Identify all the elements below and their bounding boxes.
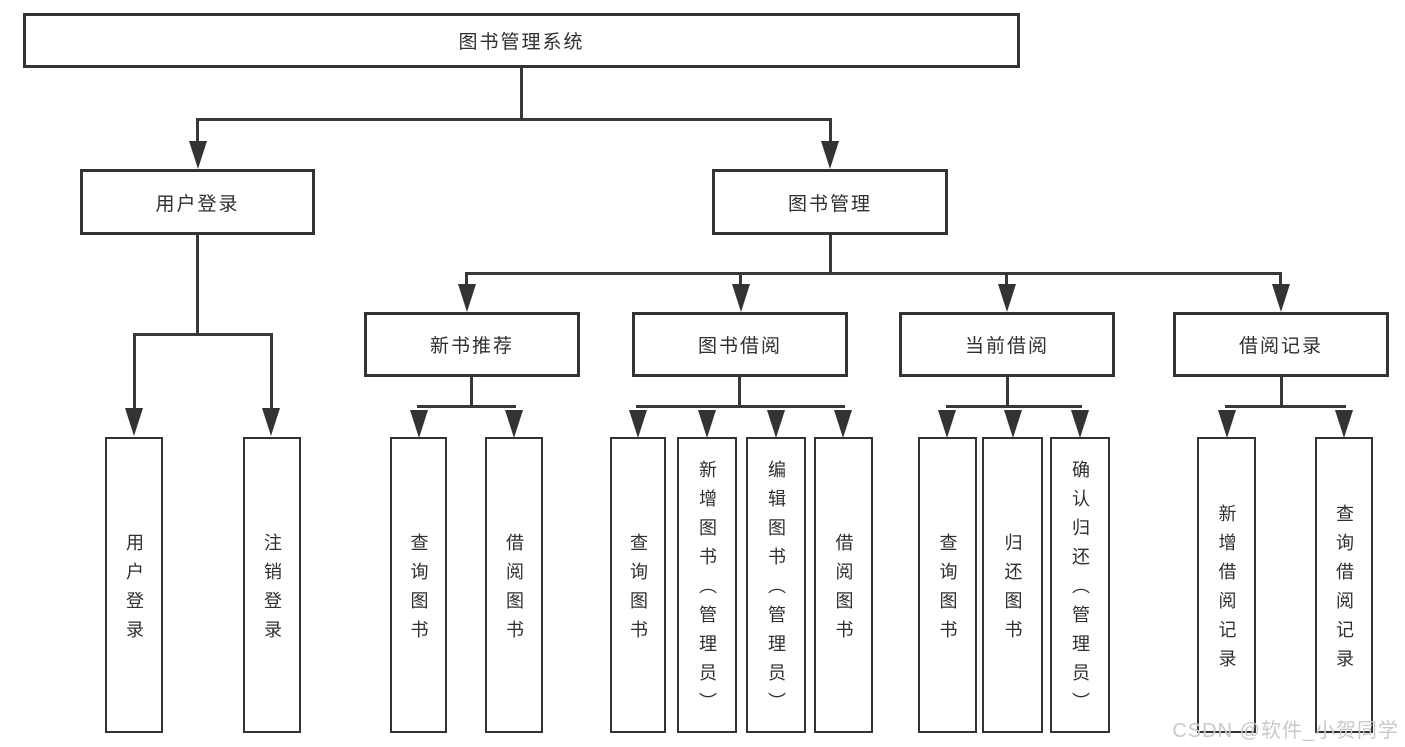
- node-label: 新增图书（管理员）: [697, 460, 717, 721]
- node-label: 借阅图书: [504, 532, 524, 649]
- node-label: 当前借阅: [964, 336, 1049, 357]
- connector-branch: [636, 405, 845, 408]
- node-new-book-recommend: 新书推荐: [364, 312, 580, 377]
- node-leaf-query-book-3: 查询图书: [918, 437, 977, 733]
- connector-stem: [1280, 377, 1283, 407]
- node-label: 查询图书: [628, 532, 648, 649]
- node-label: 确认归还（管理员）: [1070, 460, 1090, 721]
- node-label: 注销登录: [262, 532, 282, 649]
- csdn-watermark: CSDN @软件_小贺同学: [1172, 720, 1399, 742]
- arrow-down-icon: [732, 284, 750, 312]
- connector-stub: [1279, 272, 1282, 286]
- node-label: 借阅记录: [1238, 336, 1323, 357]
- node-label: 用户登录: [155, 193, 240, 215]
- node-label: 查询借阅记录: [1334, 503, 1354, 678]
- connector-stub: [1005, 272, 1008, 286]
- node-label: 查询图书: [408, 532, 429, 649]
- node-leaf-query-book-2: 查询图书: [610, 437, 666, 733]
- node-leaf-query-borrow-record: 查询借阅记录: [1315, 437, 1373, 733]
- node-current-borrow: 当前借阅: [899, 312, 1115, 377]
- connector-bookmgmt-stem: [829, 233, 832, 275]
- node-label: 借阅图书: [833, 532, 854, 649]
- node-label: 图书借阅: [697, 336, 782, 357]
- arrow-down-icon: [125, 408, 143, 436]
- arrow-down-icon: [629, 410, 647, 438]
- arrow-down-icon: [1004, 410, 1022, 438]
- connector-stub: [270, 333, 273, 410]
- node-book-management: 图书管理: [712, 169, 948, 235]
- arrow-down-icon: [410, 410, 428, 438]
- arrow-down-icon: [698, 410, 716, 438]
- arrow-down-icon: [189, 141, 207, 169]
- arrow-down-icon: [505, 410, 523, 438]
- arrow-down-icon: [938, 410, 956, 438]
- node-label: 图书管理: [787, 193, 872, 215]
- node-root-library-system: 图书管理系统: [23, 13, 1020, 68]
- node-label: 用户登录: [124, 532, 144, 649]
- node-leaf-add-book-admin: 新增图书（管理员）: [677, 437, 737, 733]
- connector-stem: [738, 377, 741, 407]
- connector-branch: [1225, 405, 1346, 408]
- arrow-down-icon: [458, 284, 476, 312]
- node-leaf-query-book-1: 查询图书: [390, 437, 447, 733]
- connector-stub: [196, 118, 199, 143]
- node-leaf-return-book: 归还图书: [982, 437, 1043, 733]
- node-leaf-user-login: 用户登录: [105, 437, 163, 733]
- connector-stub: [829, 118, 832, 143]
- connector-root-branch: [196, 118, 832, 121]
- arrow-down-icon: [998, 284, 1016, 312]
- node-leaf-edit-book-admin: 编辑图书（管理员）: [746, 437, 806, 733]
- connector-branch: [417, 405, 516, 408]
- arrow-down-icon: [1071, 410, 1089, 438]
- node-book-borrow: 图书借阅: [632, 312, 848, 377]
- node-label: 归还图书: [1002, 532, 1023, 649]
- connector-root-stem: [520, 66, 523, 119]
- node-leaf-logout: 注销登录: [243, 437, 301, 733]
- arrow-down-icon: [821, 141, 839, 169]
- node-label: 图书管理系统: [458, 32, 585, 53]
- connector-stem: [1006, 377, 1009, 407]
- connector-stub: [465, 272, 468, 286]
- node-borrow-records: 借阅记录: [1173, 312, 1389, 377]
- arrow-down-icon: [1272, 284, 1290, 312]
- connector-userlogin-stem: [196, 233, 199, 336]
- arrow-down-icon: [834, 410, 852, 438]
- node-label: 编辑图书（管理员）: [766, 460, 786, 721]
- connector-userlogin-branch: [133, 333, 273, 336]
- connector-bookmgmt-branch: [465, 272, 1282, 275]
- connector-stub: [133, 333, 136, 410]
- connector-stub: [739, 272, 742, 286]
- arrow-down-icon: [767, 410, 785, 438]
- node-label: 新增借阅记录: [1216, 503, 1237, 678]
- node-leaf-borrow-book-2: 借阅图书: [814, 437, 873, 733]
- connector-branch: [946, 405, 1082, 408]
- node-leaf-confirm-return-admin: 确认归还（管理员）: [1050, 437, 1110, 733]
- arrow-down-icon: [262, 408, 280, 436]
- node-user-login: 用户登录: [80, 169, 315, 235]
- connector-stem: [470, 377, 473, 407]
- node-leaf-add-borrow-record: 新增借阅记录: [1197, 437, 1256, 733]
- node-label: 新书推荐: [429, 336, 514, 357]
- arrow-down-icon: [1218, 410, 1236, 438]
- node-leaf-borrow-book-1: 借阅图书: [485, 437, 543, 733]
- arrow-down-icon: [1335, 410, 1353, 438]
- node-label: 查询图书: [937, 532, 958, 649]
